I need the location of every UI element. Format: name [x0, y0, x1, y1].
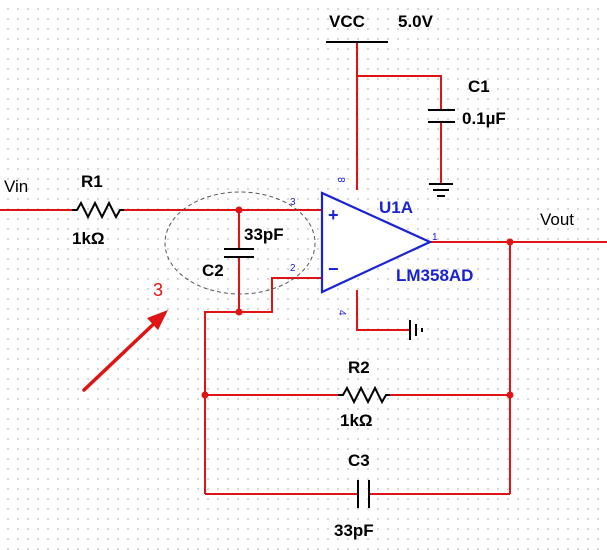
opamp-triangle: [320, 191, 433, 294]
c2-ref: C2: [202, 261, 224, 280]
c1-ref: C1: [468, 77, 490, 96]
annotation-number: 3: [153, 280, 163, 300]
pin-2-label: 2: [290, 263, 296, 274]
pin-4-label: 4: [336, 310, 347, 316]
vcc-value: 5.0V: [398, 12, 434, 31]
pin-8-label: 8: [335, 177, 346, 183]
r2-ref: R2: [348, 358, 370, 377]
junctions: [201, 206, 514, 399]
c3-value: 33pF: [334, 521, 374, 540]
c2-value: 33pF: [244, 225, 284, 244]
highlight-ellipse: [164, 191, 316, 295]
ground-icon: [409, 320, 423, 340]
junction-dot: [235, 308, 243, 316]
opamp-minus-sign: −: [328, 259, 339, 279]
opamp-u1a: + − 3 2 1 8 4 U1A LM358AD: [290, 177, 473, 316]
vcc-label: VCC: [329, 12, 365, 31]
vout-label: Vout: [540, 210, 574, 229]
junction-dot: [506, 238, 514, 246]
wire-vminus: [356, 290, 410, 331]
arrow-icon: [82, 310, 168, 392]
wire-vcc-c1: [357, 75, 442, 110]
c1-value: 0.1µF: [462, 109, 506, 128]
r1-resistor: [72, 200, 124, 220]
wire-inv-input: [204, 277, 322, 494]
pin-1-label: 1: [432, 232, 438, 243]
r1-value: 1kΩ: [72, 229, 105, 248]
ground-icon: [429, 183, 453, 197]
junction-dot: [235, 206, 243, 214]
opamp-ref: U1A: [379, 198, 413, 217]
pin-3-label: 3: [290, 197, 296, 208]
junction-dot: [201, 391, 209, 399]
r2-resistor: [338, 385, 390, 405]
c3-ref: C3: [348, 451, 370, 470]
opamp-part: LM358AD: [396, 266, 473, 285]
junction-dot: [506, 391, 514, 399]
opamp-plus-sign: +: [328, 205, 339, 225]
vin-label: Vin: [4, 177, 28, 196]
wires: [0, 42, 607, 495]
r2-value: 1kΩ: [340, 411, 373, 430]
r1-ref: R1: [81, 172, 103, 191]
